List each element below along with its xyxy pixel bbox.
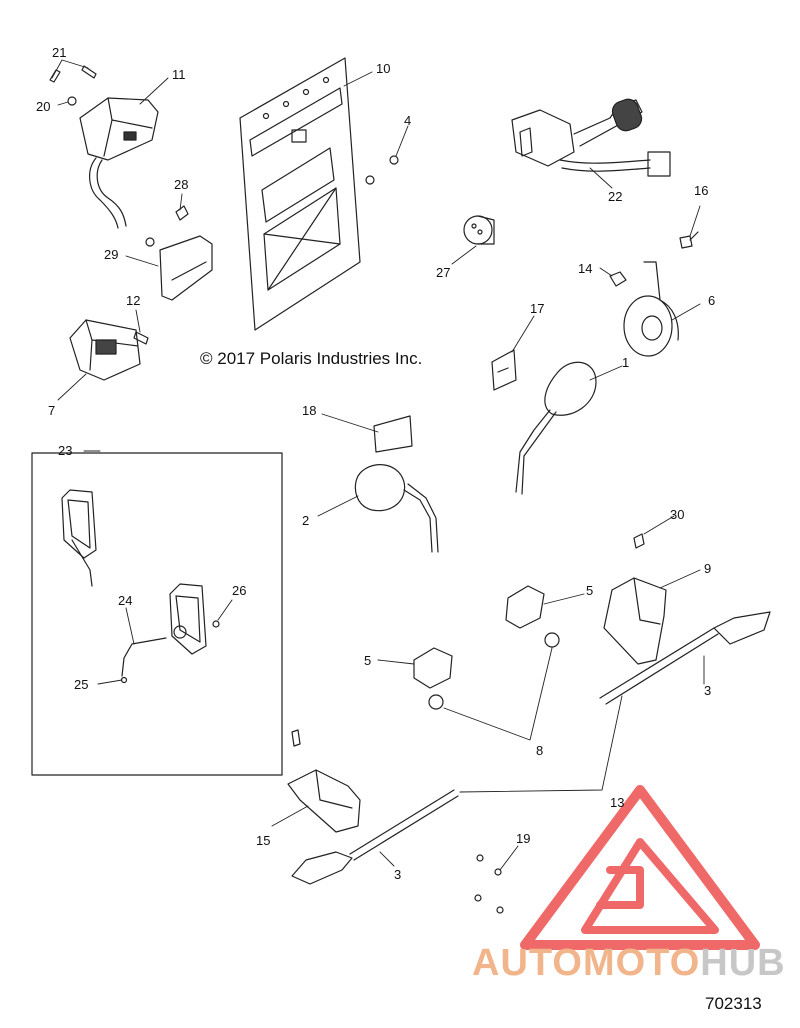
callout-29: 29 [104, 247, 119, 262]
callout-27: 27 [436, 265, 451, 280]
part-20-washer [67, 96, 77, 106]
copyright-notice: © 2017 Polaris Industries Inc. [200, 349, 423, 368]
part-4-nuts [365, 155, 399, 185]
callout-23: 23 [58, 443, 73, 458]
part-15-bracket [287, 769, 361, 833]
callout-20: 20 [36, 99, 51, 114]
callout-19: 19 [516, 831, 531, 846]
part-10-plate [239, 57, 361, 331]
part-26-pin [212, 620, 220, 628]
leader-lines [51, 59, 705, 871]
callout-24: 24 [118, 593, 133, 608]
callout-22: 22 [608, 189, 623, 204]
callout-26: 26 [232, 583, 247, 598]
part-7-module [69, 319, 141, 381]
part-17-bracket [491, 349, 517, 391]
callout-18: 18 [302, 403, 317, 418]
callout-5-lower: 5 [364, 653, 372, 668]
callout-4: 4 [404, 113, 412, 128]
callout-5-upper: 5 [586, 583, 594, 598]
watermark-text-b: HUB [700, 942, 786, 984]
callout-3-lower: 3 [394, 867, 402, 882]
callout-8: 8 [536, 743, 544, 758]
part-24-rod [121, 637, 167, 677]
callout-2: 2 [302, 513, 310, 528]
part-12-bolt [133, 331, 149, 345]
callout-21: 21 [52, 45, 67, 60]
part-14-nut [609, 271, 627, 287]
part-2-mirror [354, 464, 439, 553]
document-number: 702313 [705, 994, 762, 1013]
turn-signal-right [599, 611, 771, 705]
callout-14: 14 [578, 261, 593, 276]
callout-30: 30 [670, 507, 685, 522]
part-5-block-upper [505, 585, 545, 629]
part-16-bolt [679, 231, 699, 249]
callout-16: 16 [694, 183, 709, 198]
watermark-logo: AUTOMOTOHUB [472, 942, 786, 985]
part-6-horn [623, 261, 679, 357]
part-9-bracket [603, 577, 667, 665]
part-30-bolt [633, 533, 645, 549]
callout-9: 9 [704, 561, 712, 576]
part-27-connector [463, 215, 495, 245]
loose-bolt [291, 729, 301, 747]
callout-25: 25 [74, 677, 89, 692]
callout-11: 11 [172, 67, 186, 82]
part-1-mirror [515, 361, 597, 495]
callout-7: 7 [48, 403, 56, 418]
part-18-bracket [373, 415, 413, 453]
callout-3-upper: 3 [704, 683, 712, 698]
part-28-bolt [175, 205, 189, 221]
part-11-cover [79, 97, 159, 229]
part-8-nut-lower [428, 694, 444, 710]
kit-23-mirror-b [169, 583, 207, 655]
callout-10: 10 [376, 61, 391, 76]
turn-signal-left [291, 789, 459, 885]
callout-17: 17 [530, 301, 545, 316]
part-8-nut-upper [544, 632, 560, 648]
kit-23-mirror-a [61, 489, 97, 587]
kit-23-box [31, 452, 283, 776]
callout-1: 1 [622, 355, 630, 370]
part-21-bolts [49, 65, 97, 83]
callout-13: 13 [610, 795, 625, 810]
part-5-block-lower [413, 647, 453, 689]
callout-28: 28 [174, 177, 189, 192]
part-19-screws [474, 854, 504, 914]
callout-12: 12 [126, 293, 141, 308]
callout-15: 15 [256, 833, 271, 848]
watermark-text-a: AUTOMOTO [472, 942, 701, 984]
watermark-triangle [520, 785, 760, 950]
part-29-bracket [145, 235, 213, 301]
callout-6: 6 [708, 293, 716, 308]
part-22-switch [511, 98, 671, 177]
